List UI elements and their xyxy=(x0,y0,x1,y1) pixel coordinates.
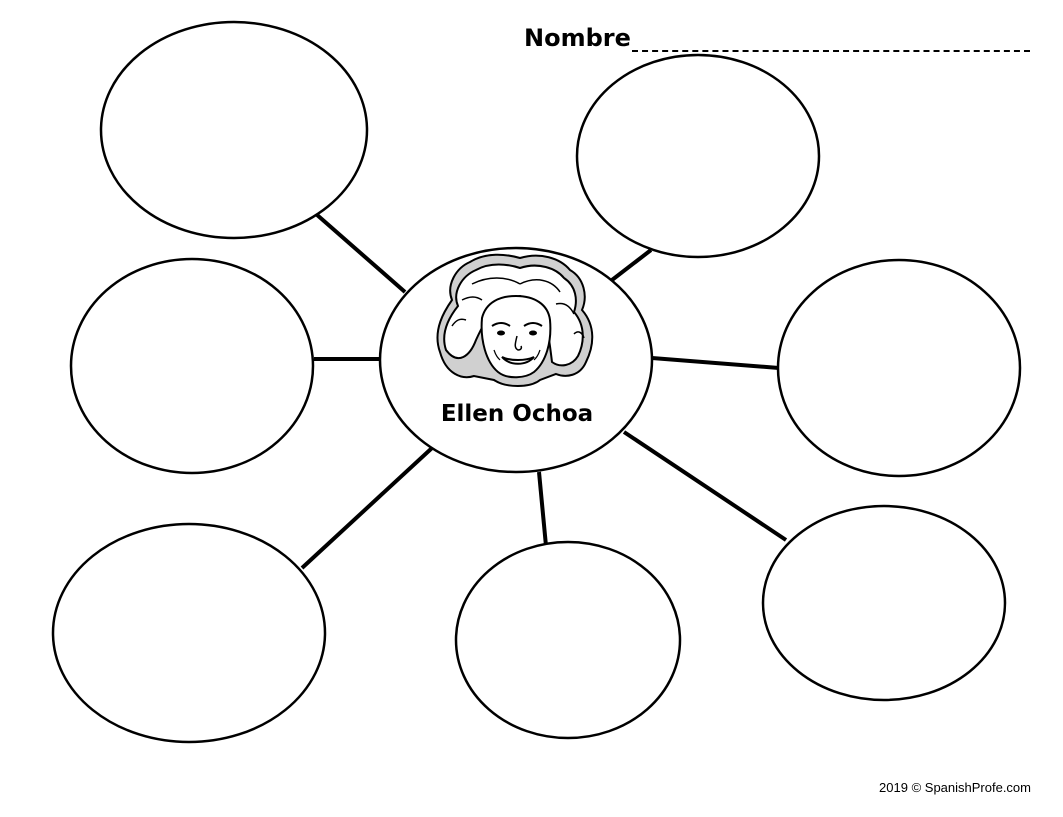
bubble-middle-left[interactable] xyxy=(69,257,315,475)
connector-bottom-center xyxy=(537,471,548,547)
bubble-bottom-left[interactable] xyxy=(51,522,327,744)
copyright-footer: 2019 © SpanishProfe.com xyxy=(879,780,1031,795)
center-title: Ellen Ochoa xyxy=(441,401,593,427)
connector-top-right xyxy=(610,248,653,282)
bubble-middle-right[interactable] xyxy=(776,258,1022,478)
connector-bottom-right xyxy=(622,430,788,542)
connector-middle-right xyxy=(651,356,780,370)
ellen-ochoa-portrait-icon xyxy=(436,253,594,387)
name-label: Nombre xyxy=(524,24,631,52)
bubble-bottom-right[interactable] xyxy=(761,504,1007,702)
connector-top-left xyxy=(314,212,407,294)
bubble-bottom-center[interactable] xyxy=(454,540,682,740)
bubble-top-right[interactable] xyxy=(575,53,821,259)
connector-bottom-left xyxy=(300,446,434,570)
bubble-top-left[interactable] xyxy=(99,20,369,240)
name-write-line[interactable] xyxy=(632,50,1030,52)
connector-lines xyxy=(300,212,788,570)
